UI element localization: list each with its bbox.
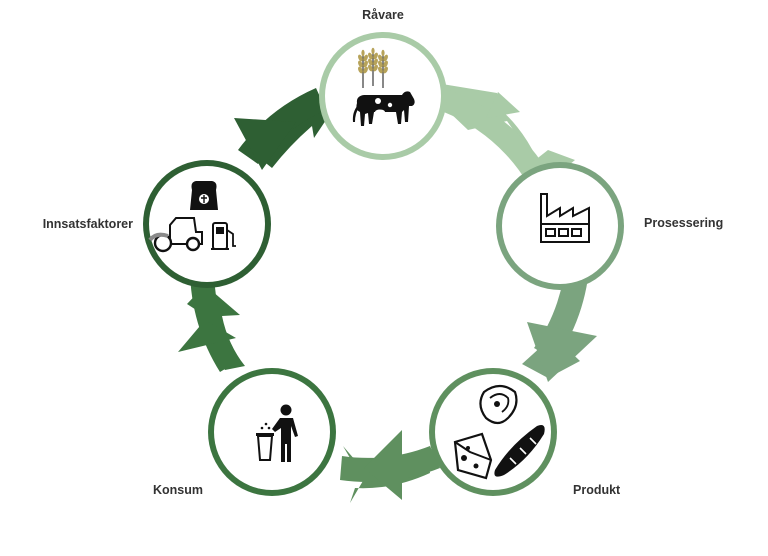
fertilizer-sack-icon [190, 181, 218, 210]
person-trash-bin-icon [256, 404, 298, 462]
label-ravare: Råvare [362, 8, 404, 22]
stage-innsatsfaktorer [143, 160, 271, 288]
factory-icon [540, 193, 590, 243]
stage-ravare [319, 32, 447, 160]
cow-icon [352, 91, 415, 126]
meat-steak-icon [479, 384, 518, 425]
stage-konsum [208, 368, 336, 496]
label-konsum: Konsum [153, 483, 203, 497]
stage-produkt [429, 368, 557, 496]
fuel-pump-icon [211, 222, 236, 250]
label-produkt: Produkt [573, 483, 621, 497]
label-innsatsfaktorer: Innsatsfaktorer [43, 217, 133, 231]
cheese-icon [453, 432, 493, 480]
tractor-icon [148, 217, 203, 253]
baguette-icon [494, 425, 545, 477]
label-prosessering: Prosessering [644, 216, 723, 230]
stage-prosessering [496, 162, 624, 290]
